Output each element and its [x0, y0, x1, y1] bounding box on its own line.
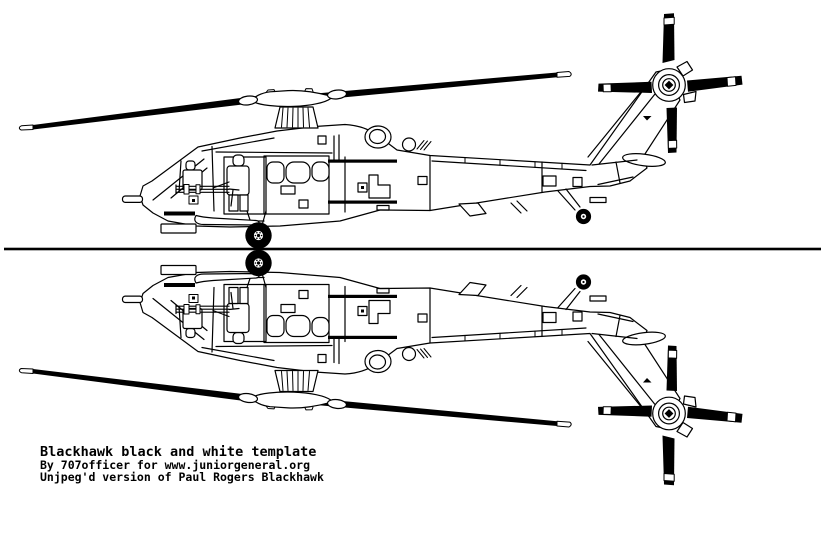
helicopter-top-profile — [18, 12, 744, 250]
caption: Blackhawk black and white template By 70… — [40, 445, 324, 484]
fold-line — [4, 247, 821, 251]
caption-byline: By 707officer for www.juniorgeneral.org — [40, 458, 311, 472]
caption-note: Unjpeg'd version of Paul Rogers Blackhaw… — [40, 470, 324, 485]
caption-title: Blackhawk black and white template — [40, 444, 317, 460]
